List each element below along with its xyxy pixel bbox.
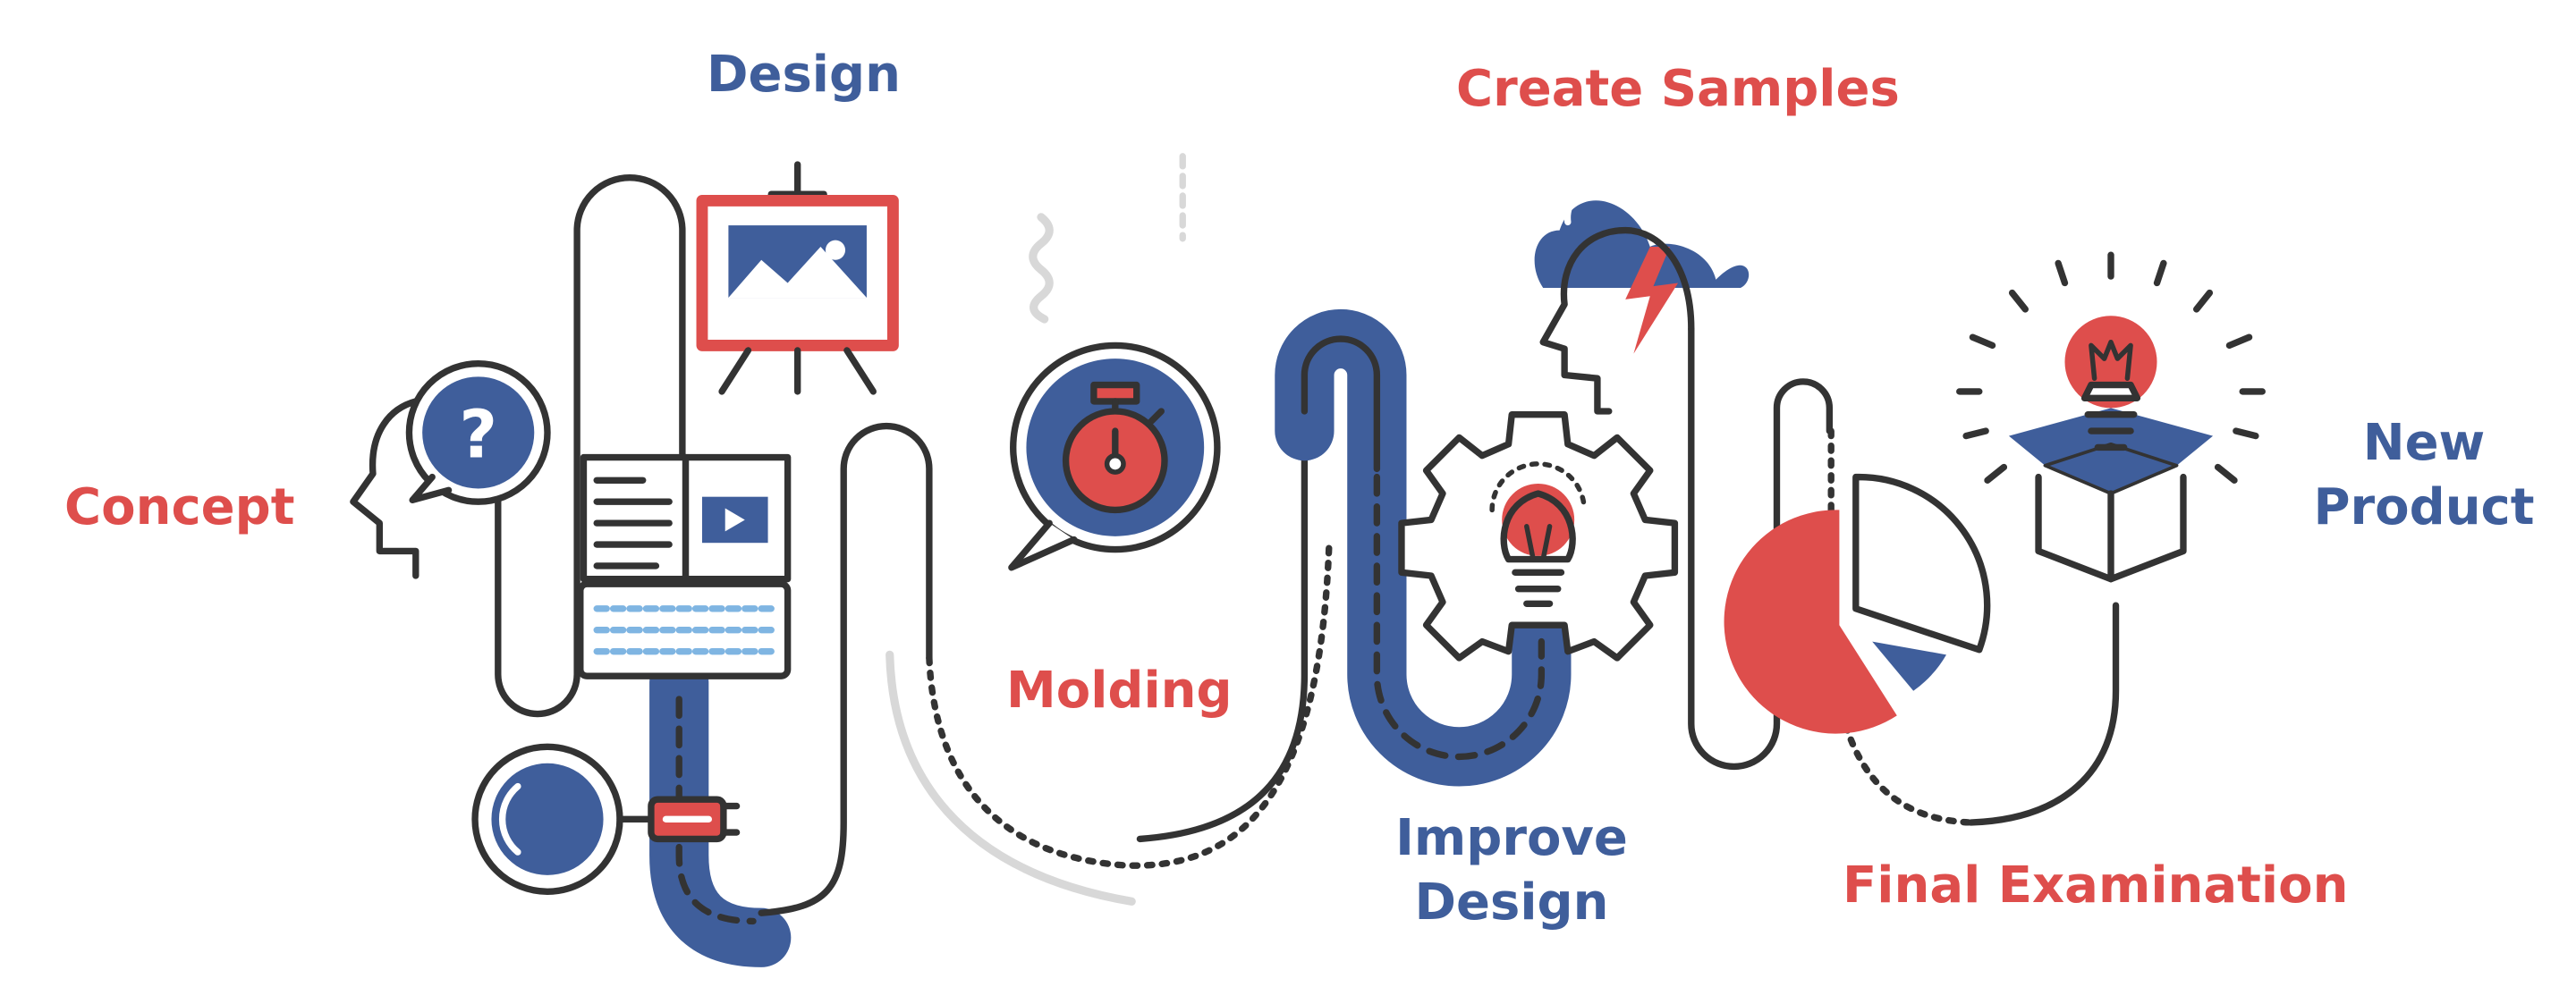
stage-label-improve-design-line2: Design bbox=[1414, 873, 1609, 932]
road-line-new-product bbox=[1967, 602, 2120, 826]
gear-lightbulb-icon bbox=[1398, 411, 1679, 662]
stage-label-improve-design: Improve Design bbox=[1377, 806, 1646, 935]
stage-label-molding: Molding bbox=[1006, 662, 1233, 720]
road-line-to-improve bbox=[1136, 391, 1309, 843]
road-line-create-samples bbox=[1688, 325, 1834, 771]
stage-label-new-product: New Product bbox=[2290, 411, 2558, 540]
magnifier-icon bbox=[471, 743, 741, 895]
stopwatch-bubble-icon bbox=[1008, 342, 1221, 571]
road-line-concept-design bbox=[495, 174, 686, 718]
road-dashes-2 bbox=[1373, 473, 1546, 760]
easel-picture-icon bbox=[696, 161, 899, 395]
road-dashes-1 bbox=[675, 696, 757, 925]
stage-label-new-product-line2: Product bbox=[2313, 478, 2535, 536]
stage-label-final-examination: Final Examination bbox=[1843, 856, 2349, 915]
road-line-on-blue-2 bbox=[1301, 335, 1381, 473]
stage-label-create-samples: Create Samples bbox=[1456, 60, 1900, 118]
book-video-icon bbox=[580, 453, 792, 583]
keyboard-icon bbox=[577, 580, 792, 679]
stage-label-improve-design-line1: Improve bbox=[1395, 809, 1628, 867]
stage-label-concept: Concept bbox=[64, 478, 295, 536]
road-gray-curve bbox=[886, 650, 1136, 906]
road-line-to-molding bbox=[758, 422, 933, 916]
question-mark-glyph: ? bbox=[459, 398, 497, 474]
head-question-icon bbox=[350, 359, 551, 579]
stage-label-new-product-line1: New bbox=[2362, 414, 2486, 472]
process-road bbox=[495, 174, 2120, 967]
stage-label-design: Design bbox=[707, 46, 901, 104]
squiggle-decoration bbox=[1029, 153, 1186, 324]
pie-chart-icon bbox=[1724, 473, 1991, 734]
head-cloud-lightning-icon bbox=[1534, 181, 1750, 415]
box-lightbulb-icon bbox=[1956, 251, 2266, 583]
road-dotted-molding bbox=[926, 539, 1333, 869]
